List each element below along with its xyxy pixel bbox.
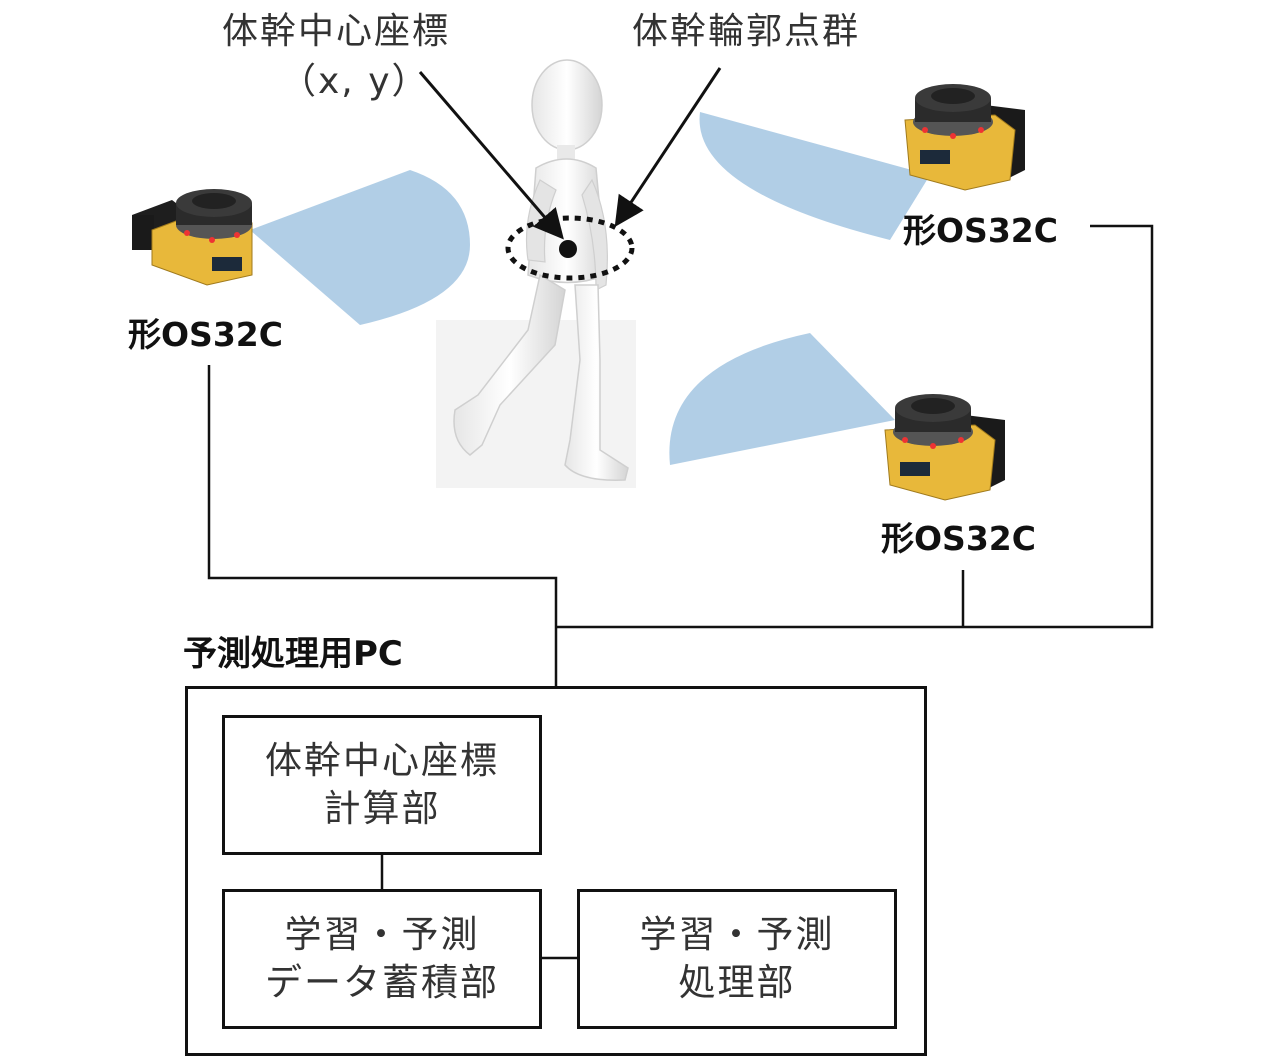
storage-box-line-2: データ蓄積部: [265, 961, 499, 1004]
trunk-outline-label: 体幹輪郭点群: [632, 11, 861, 52]
sensor-label-right-top: 形OS32C: [903, 211, 1058, 250]
trunk-center-calc-box: 体幹中心座標 計算部: [222, 715, 542, 855]
trunk-center-point: [559, 240, 577, 258]
calc-box-line-2: 計算部: [323, 787, 441, 830]
arrow-trunk-outline: [614, 67, 722, 228]
scan-area-right-top: [699, 112, 930, 240]
processing-box-line-1: 学習・予測: [639, 912, 835, 956]
sensor-label-right-bottom: 形OS32C: [881, 519, 1036, 558]
arrow-trunk-center: [418, 71, 564, 240]
learning-data-storage-box: 学習・予測 データ蓄積部: [222, 889, 542, 1029]
trunk-center-coord-label: （x, y）: [280, 61, 430, 102]
laser-scanner-right-top: [904, 84, 1025, 191]
connection-lines: [207, 224, 1154, 960]
calc-box-line-1: 体幹中心座標: [265, 738, 499, 782]
scan-area-left: [250, 170, 470, 325]
laser-scanner-left: [132, 189, 253, 286]
trunk-outline-dotted: [505, 215, 635, 281]
storage-box-line-1: 学習・予測: [284, 912, 480, 956]
processing-box-line-2: 処理部: [678, 961, 796, 1004]
scan-area-right-bottom: [669, 333, 895, 465]
pc-frame: [185, 686, 927, 1056]
sensor-label-left: 形OS32C: [128, 315, 283, 354]
learning-processing-box: 学習・予測 処理部: [577, 889, 897, 1029]
trunk-center-label: 体幹中心座標: [222, 11, 451, 52]
laser-scanner-right-bottom: [884, 394, 1005, 501]
pc-title: 予測処理用PC: [183, 634, 403, 674]
